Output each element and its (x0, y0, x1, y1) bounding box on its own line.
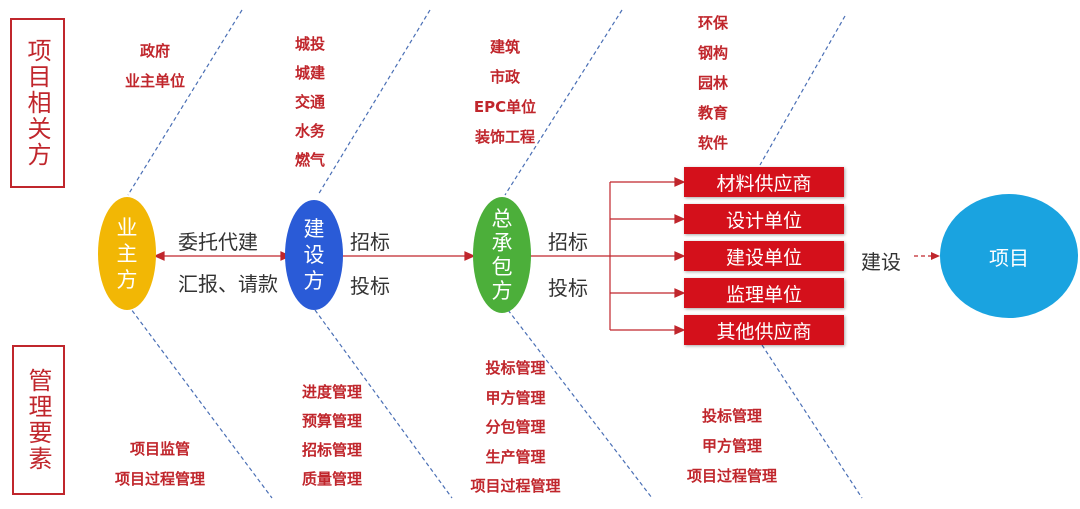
top-list-builder: 城投 城建 交通 水务 燃气 (294, 35, 325, 169)
dashed-diagonal-builder-top (317, 9, 431, 196)
party-builder-char: 方 (303, 269, 325, 293)
dashed-diagonal-owner-bottom (127, 304, 273, 499)
party-owner-char: 主 (116, 241, 138, 266)
bottom-list-contractor: 投标管理 甲方管理 分包管理 生产管理 项目过程管理 (470, 359, 561, 495)
top-list-suppliers: 环保 钢构 园林 教育 软件 (697, 14, 728, 152)
bottom-list-suppliers: 投标管理 甲方管理 项目过程管理 (686, 407, 777, 485)
dashed-diagonal-contractor-top (504, 9, 623, 196)
node-contractor: 总承包方 (473, 197, 531, 313)
label-report: 汇报、请款 (178, 272, 278, 296)
party-builder-label: 建设方 (304, 216, 325, 294)
dashed-diagonal-contractor-bottom (507, 309, 653, 499)
label-bidding-1: 投标 (350, 274, 390, 298)
top-list-owner: 政府 业主单位 (124, 42, 185, 90)
label-bidding-2: 投标 (548, 276, 588, 300)
side-label-management: 管理要素 (12, 345, 65, 495)
bottom-list-builder: 进度管理 预算管理 招标管理 质量管理 (301, 383, 362, 488)
bottom-list-owner: 项目监管 项目过程管理 (114, 440, 205, 488)
party-contractor-char: 方 (491, 279, 513, 303)
node-builder: 建设方 (285, 200, 343, 310)
party-owner-char: 方 (116, 267, 138, 292)
party-owner-char: 业 (116, 215, 138, 240)
party-contractor-char: 包 (491, 255, 513, 279)
party-contractor-char: 承 (491, 231, 513, 255)
unit-box: 设计单位 (684, 204, 844, 234)
party-owner-label: 业主方 (117, 215, 138, 293)
unit-box: 建设单位 (684, 241, 844, 271)
node-owner: 业主方 (98, 197, 156, 310)
node-project: 项目 (940, 194, 1078, 318)
party-contractor-label: 总承包方 (492, 207, 513, 303)
dashed-diagonal-owner-top (127, 9, 243, 196)
label-bidding-invite-2: 招标 (548, 230, 588, 254)
label-entrust: 委托代建 (178, 230, 258, 254)
party-contractor-char: 总 (491, 207, 513, 231)
label-construct: 建设 (861, 250, 901, 274)
unit-box: 材料供应商 (684, 167, 844, 197)
unit-box: 监理单位 (684, 278, 844, 308)
dashed-diagonal-suppliers-top (759, 15, 846, 166)
unit-box: 其他供应商 (684, 315, 844, 345)
side-label-stakeholders: 项目相关方 (10, 18, 65, 188)
party-builder-char: 建 (303, 217, 325, 241)
top-list-contractor: 建筑 市政 EPC单位 装饰工程 (473, 38, 537, 146)
dashed-diagonal-suppliers-bottom (761, 344, 863, 499)
party-builder-char: 设 (303, 243, 325, 267)
label-bidding-invite-1: 招标 (350, 230, 390, 254)
dashed-diagonal-builder-bottom (314, 309, 453, 499)
